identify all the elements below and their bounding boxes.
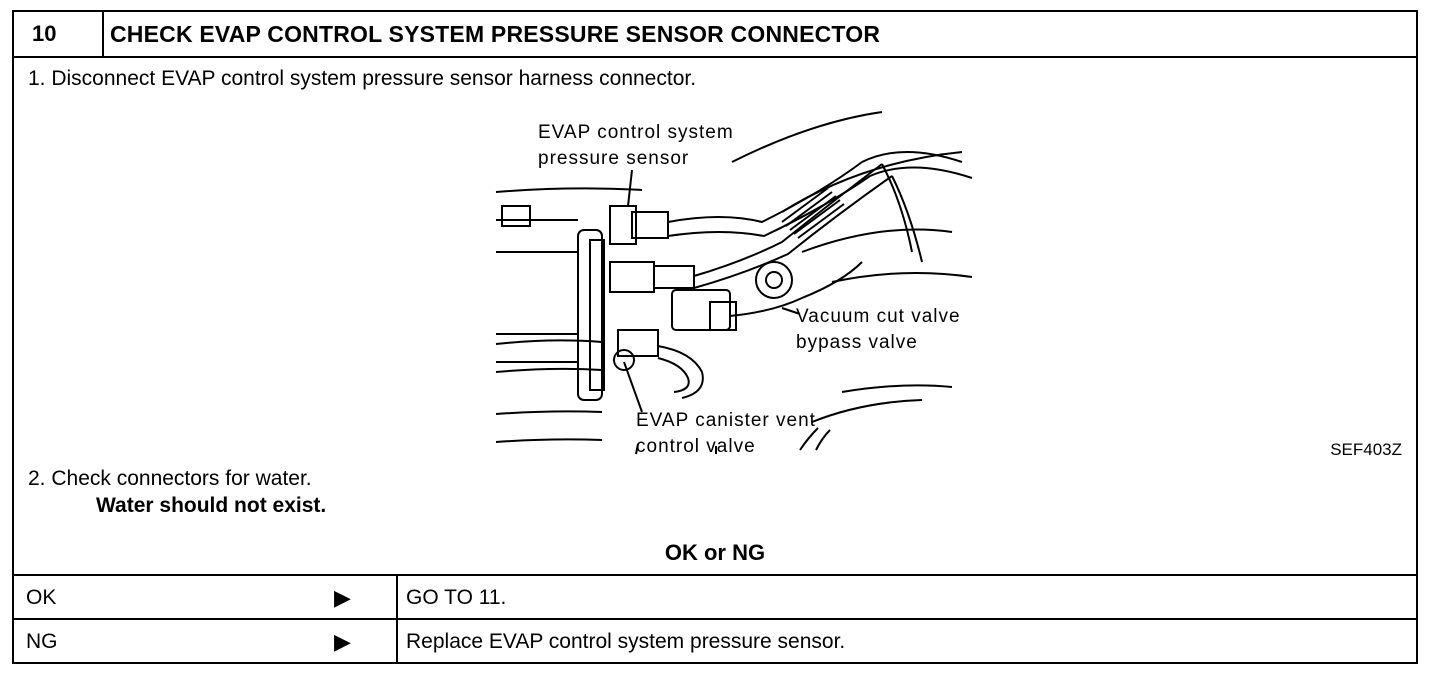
arrow-right-icon: ▶ — [334, 629, 351, 654]
result-label-ok: OK — [26, 586, 57, 609]
result-row-ng: NG ▶ Replace EVAP control system pressur… — [14, 618, 1416, 664]
arrow-right-icon: ▶ — [334, 585, 351, 610]
procedure-table: 10 CHECK EVAP CONTROL SYSTEM PRESSURE SE… — [12, 10, 1418, 664]
engine-diagram-drawing: EVAP control system pressure sensor Vacu… — [495, 111, 973, 457]
label-pressure-sensor-1: EVAP control system — [538, 122, 734, 143]
requirement-text: Water should not exist. — [96, 494, 327, 517]
step-header: 10 CHECK EVAP CONTROL SYSTEM PRESSURE SE… — [14, 12, 1416, 58]
label-vent-valve-1: EVAP canister vent — [636, 410, 816, 431]
result-action-ng: Replace EVAP control system pressure sen… — [396, 620, 845, 664]
label-pressure-sensor-2: pressure sensor — [538, 148, 689, 169]
label-vacuum-cut-valve-1: Vacuum cut valve — [796, 306, 961, 327]
result-row-ok: OK ▶ GO TO 11. — [14, 574, 1416, 620]
figure-code: SEF403Z — [1330, 440, 1402, 459]
step-number: 10 — [14, 12, 104, 56]
label-vent-valve-2: control valve — [636, 436, 756, 457]
step-title: CHECK EVAP CONTROL SYSTEM PRESSURE SENSO… — [110, 21, 881, 47]
instruction-step-2: 2. Check connectors for water. — [28, 467, 312, 490]
result-action-ok: GO TO 11. — [396, 576, 506, 620]
decision-heading: OK or NG — [664, 540, 766, 565]
engine-diagram: EVAP control system pressure sensor Vacu… — [482, 102, 982, 462]
result-label-ng: NG — [26, 630, 58, 653]
label-vacuum-cut-valve-2: bypass valve — [796, 332, 918, 353]
instruction-step-1: 1. Disconnect EVAP control system pressu… — [28, 67, 697, 90]
